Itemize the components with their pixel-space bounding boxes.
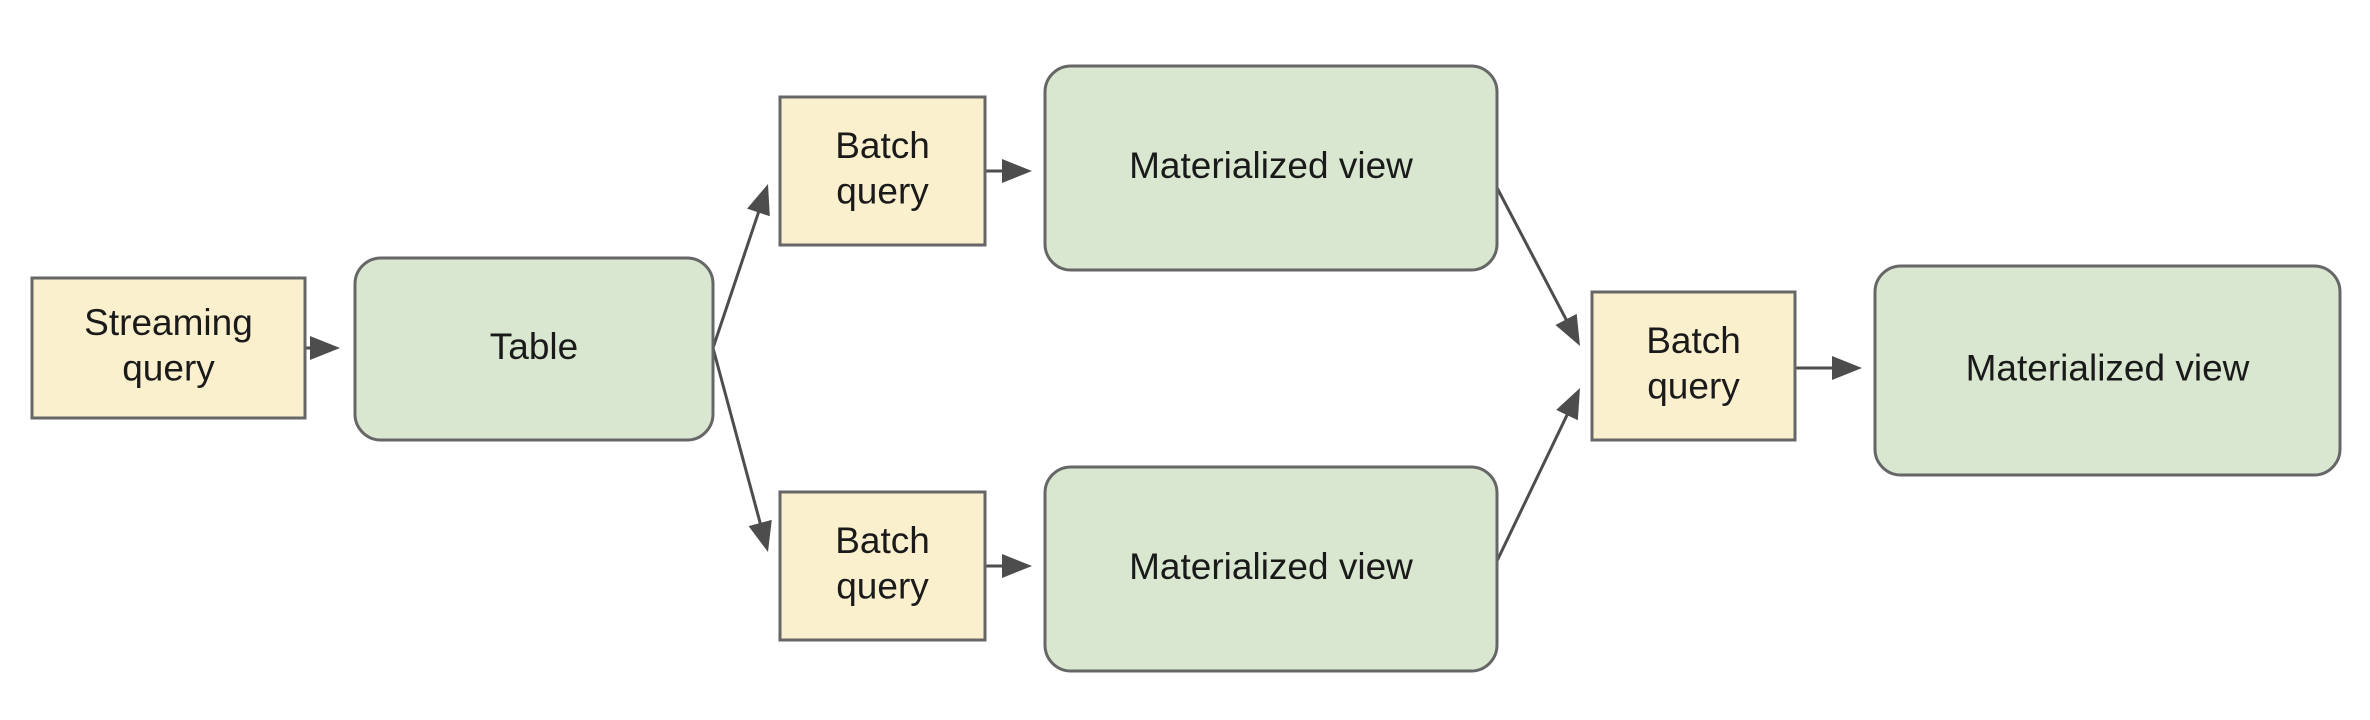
edge-streaming-query-to-table-arrowhead — [310, 336, 340, 360]
batch-query-bottom-node-label-line-0: Batch — [835, 520, 930, 561]
table-node[interactable]: Table — [353, 256, 715, 442]
edge-table-to-batch-query-bottom-line — [711, 347, 764, 529]
materialized-view-bottom-node-shape[interactable] — [1043, 465, 1499, 673]
edge-materialized-view-top-to-batch-query-join — [1492, 181, 1580, 346]
edge-batch-query-bottom-to-materialized-view-bottom — [985, 554, 1032, 578]
streaming-query-node-shape[interactable] — [30, 276, 307, 420]
table-node-shape[interactable] — [353, 256, 715, 442]
streaming-query-node-label-line-0: Streaming — [84, 302, 253, 343]
materialized-view-top-node-label-line-0: Materialized view — [1129, 145, 1413, 186]
batch-query-top-node-shape[interactable] — [778, 95, 987, 247]
edge-batch-query-join-to-materialized-view-final — [1795, 356, 1862, 380]
edge-table-to-batch-query-top-arrowhead — [747, 184, 770, 217]
edge-materialized-view-top-to-batch-query-join-line — [1492, 181, 1570, 325]
batch-query-join-node-label-line-1: query — [1647, 365, 1740, 406]
batch-query-bottom-node-shape[interactable] — [778, 490, 987, 642]
materialized-view-bottom-node-label-line-0: Materialized view — [1129, 546, 1413, 587]
materialized-view-top-node-shape[interactable] — [1043, 64, 1499, 272]
table-node-label-line-0: Table — [490, 326, 578, 367]
edge-table-to-batch-query-bottom-arrowhead — [748, 519, 772, 552]
edge-table-to-batch-query-top-line — [711, 206, 762, 349]
batch-query-join-node-shape[interactable] — [1590, 290, 1797, 442]
edge-materialized-view-top-to-batch-query-join-arrowhead — [1555, 313, 1580, 346]
edge-materialized-view-bottom-to-batch-query-join-arrowhead — [1556, 388, 1580, 421]
node-layer: StreamingqueryTableBatchqueryMaterialize… — [30, 64, 2342, 673]
edge-materialized-view-bottom-to-batch-query-join-line — [1494, 409, 1571, 564]
materialized-view-final-node-shape[interactable] — [1873, 264, 2342, 477]
edge-batch-query-bottom-to-materialized-view-bottom-arrowhead — [1002, 554, 1032, 578]
edge-table-to-batch-query-bottom — [711, 347, 772, 552]
edge-streaming-query-to-table — [305, 336, 340, 360]
batch-query-join-node-label-line-0: Batch — [1646, 320, 1741, 361]
materialized-view-final-node-label-line-0: Materialized view — [1966, 347, 2250, 388]
batch-query-top-node-label-line-0: Batch — [835, 125, 930, 166]
batch-query-bottom-node-label-line-1: query — [836, 565, 929, 606]
edge-batch-query-top-to-materialized-view-top — [985, 159, 1032, 183]
edge-batch-query-top-to-materialized-view-top-arrowhead — [1002, 159, 1032, 183]
edge-batch-query-join-to-materialized-view-final-arrowhead — [1832, 356, 1862, 380]
materialized-view-bottom-node[interactable]: Materialized view — [1043, 465, 1499, 673]
edge-table-to-batch-query-top — [711, 184, 770, 349]
materialized-view-top-node[interactable]: Materialized view — [1043, 64, 1499, 272]
edge-layer — [305, 159, 1862, 578]
streaming-query-node-label-line-1: query — [122, 347, 215, 388]
materialized-view-final-node[interactable]: Materialized view — [1873, 264, 2342, 477]
batch-query-top-node-label-line-1: query — [836, 170, 929, 211]
edge-materialized-view-bottom-to-batch-query-join — [1494, 388, 1580, 564]
